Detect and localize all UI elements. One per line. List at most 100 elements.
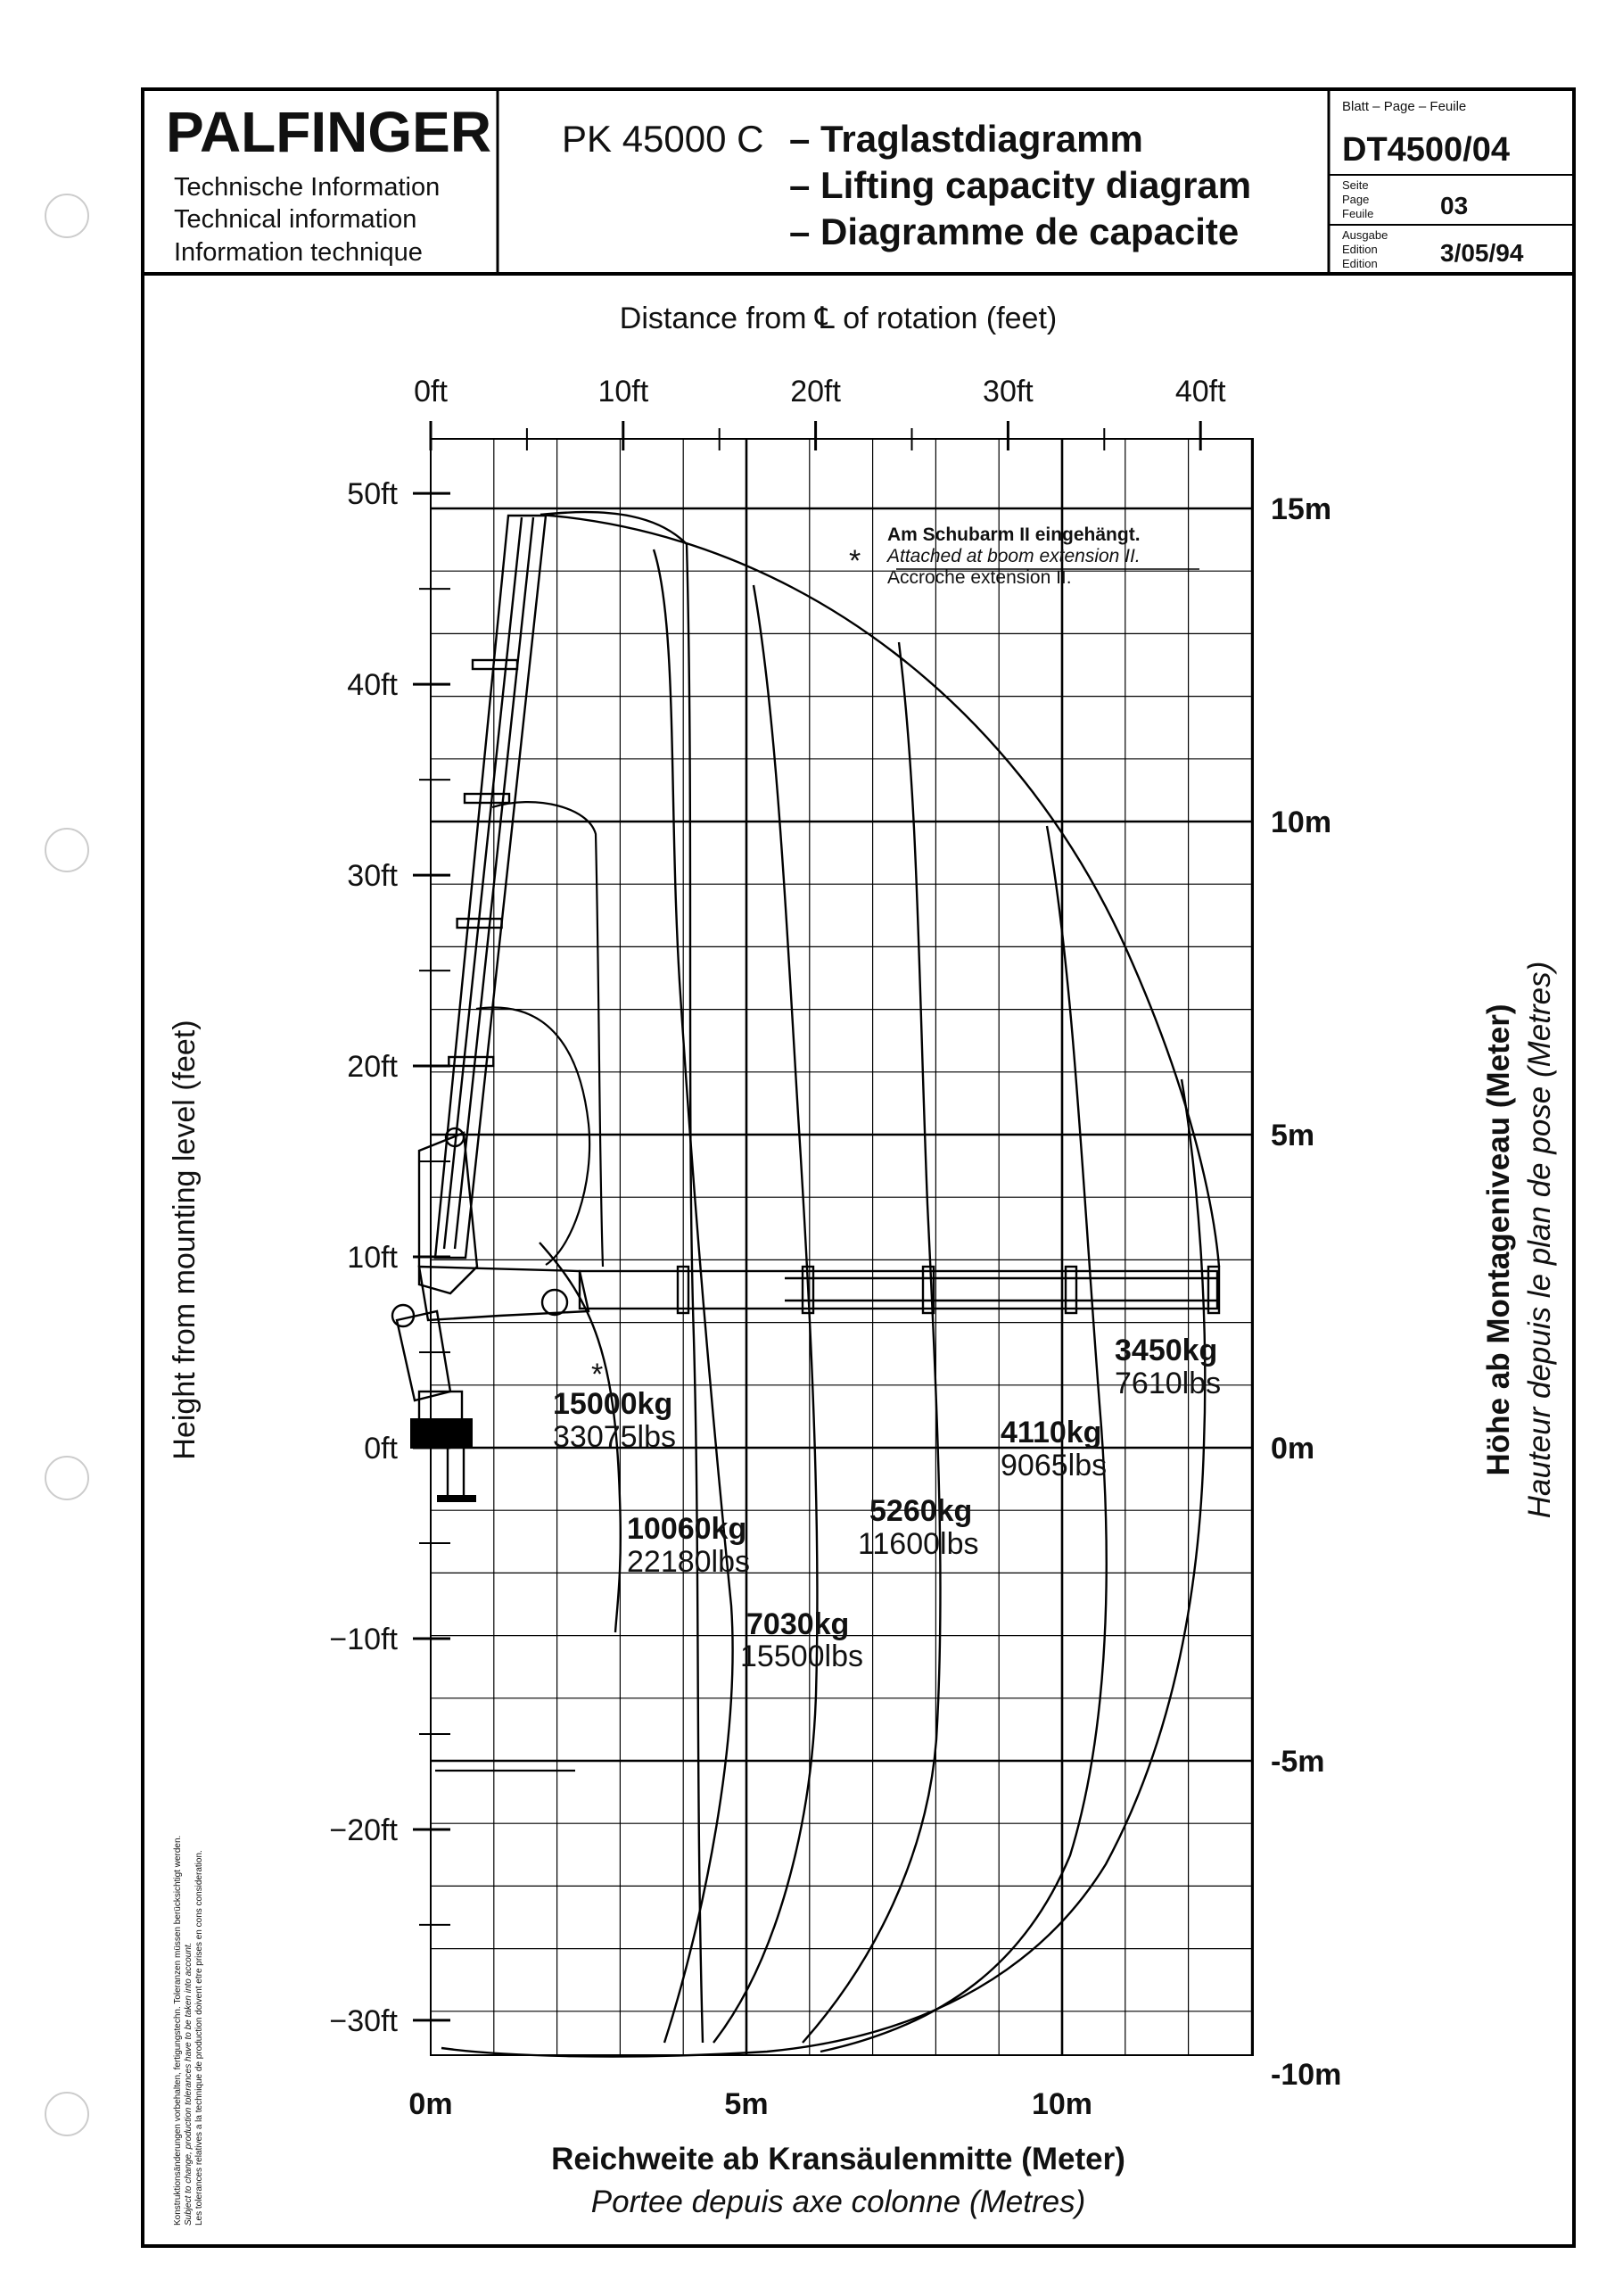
load-2-kg: 10060kg [627,1512,746,1546]
y-tick-label-ft: 0ft [364,1432,398,1466]
boom-horizontal-joint [676,1265,690,1315]
boom-horizontal-joint [1207,1265,1221,1315]
y-axis-left-label: Height from mounting level (feet) [168,1020,202,1459]
crane-base-block [410,1418,473,1449]
page-number: 03 [1440,192,1468,219]
note-de: Am Schubarm II eingehängt. [887,524,1141,545]
y-tick-label-m: 10m [1271,805,1331,839]
boom-horizontal-joint [921,1265,935,1315]
y-tick-label-m: -5m [1271,1745,1324,1779]
load-1-kg: 15000kg [553,1387,672,1421]
load-6-lbs: 7610lbs [1115,1367,1221,1400]
capacity-curve [652,549,734,2044]
boom-pivot [444,1127,465,1148]
edition-date: 3/05/94 [1440,239,1524,267]
y-tick-label-ft: 50ft [347,477,398,511]
edition-label-1: Ausgabe [1342,228,1388,242]
boom-horizontal-joint [1064,1265,1078,1315]
sheet-number: DT4500/04 [1342,131,1510,169]
load-6-kg: 3450kg [1115,1334,1217,1367]
capacity-curve [802,641,942,2044]
capacity-curve [539,1242,622,1633]
x-tick-label-ft: 10ft [597,375,648,409]
boom-extension-joint [456,917,503,929]
y-tick-label-m: 5m [1271,1119,1314,1152]
inner-envelope-curve [475,1006,591,1266]
plot-frame [430,438,1254,2056]
capacity-curve [713,584,819,2044]
y-tick-label-ft: −10ft [329,1623,398,1656]
load-1-lbs: 33075lbs [553,1420,676,1454]
capacity-curves [435,510,1221,2058]
capacity-curve [820,825,1108,2053]
sheet-label: Blatt – Page – Feuile [1342,99,1466,114]
load-5-lbs: 9065lbs [1001,1449,1107,1482]
inner-boom [417,1131,479,1295]
binder-hole [45,1456,89,1500]
y-tick-label-ft: 10ft [347,1241,398,1275]
load-4-kg: 5260kg [869,1494,972,1528]
binder-hole [45,828,89,872]
boom-extension-joint [471,658,519,671]
boom-horizontal-outline [578,1269,1219,1310]
load-1-marker: * [591,1358,603,1392]
y-tick-label-m: -10m [1271,2058,1341,2092]
y-tick-label-ft: 30ft [347,859,398,893]
y-axis-right-label-fr: Hauteur depuis le plan de pose (Metres) [1522,962,1557,1519]
x-tick-label-m: 5m [724,2087,768,2121]
binder-hole [45,2092,89,2136]
side-note-en: Subject to change, production tolerances… [184,1943,194,2226]
boom-raised-inner-line [442,516,523,1250]
y-tick-label-ft: 40ft [347,668,398,702]
side-note-de: Konstruktionsänderungen vorbehalten, fer… [173,1836,183,2226]
info-de: Technische Information [174,173,440,202]
x-tick-label-m: 0m [408,2087,452,2121]
inner-envelope-curve [491,801,605,1268]
y-axis-right-label-de: Höhe ab Montageniveau (Meter) [1481,1004,1516,1476]
x-tick-label-ft: 0ft [414,375,448,409]
x-axis-top-label: Distance from ℄ of rotation (feet) [620,301,1057,335]
x-tick-label-ft: 30ft [983,375,1034,409]
stabiliser-foot [437,1495,476,1502]
capacity-curve [441,1078,1207,2058]
crane-column-upper [395,1309,452,1402]
info-fr: Information technique [174,238,423,267]
page-label-2: Page [1342,193,1369,206]
y-tick-label-ft: 20ft [347,1050,398,1084]
boom-hinge [540,1288,569,1317]
binder-hole [45,194,89,238]
info-en: Technical information [174,205,416,234]
y-tick-label-ft: −30ft [329,2004,398,2038]
boom-linkage [417,1265,590,1322]
boom-raised-outline [433,514,548,1259]
y-tick-label-m: 15m [1271,492,1331,526]
x-tick-label-m: 10m [1032,2087,1092,2121]
note-marker: * [849,544,861,578]
outer-envelope-curve [540,513,1221,1268]
boom-horizontal-joint [801,1265,815,1315]
side-note-fr: Les tolerances relatives a la technique … [194,1850,204,2226]
stabiliser-leg [446,1443,465,1499]
boom-raised-inner-line [453,516,535,1250]
load-3-lbs: 15500lbs [740,1639,863,1673]
load-3-kg: 7030kg [746,1607,849,1641]
edition-label-3: Edition [1342,257,1378,270]
model-name: PK 45000 C [562,118,764,160]
outer-frame [141,87,1576,2248]
grid-lines [431,439,1253,2055]
page-label-1: Seite [1342,178,1369,192]
y-tick-label-ft: −20ft [329,1813,398,1847]
load-5-kg: 4110kg [1001,1416,1101,1449]
crane-drawing [391,514,1221,1502]
title-fr: – Diagramme de capacite [789,211,1239,252]
title-en: – Lifting capacity diagram [789,164,1251,206]
load-2-lbs: 22180lbs [627,1545,750,1579]
page-label-3: Feuile [1342,207,1373,220]
load-4-lbs: 11600lbs [858,1527,979,1561]
note-en: Attached at boom extension II. [886,546,1141,566]
note-fr: Accroche extension II. [887,567,1072,588]
boom-extension-joint [448,1055,495,1068]
